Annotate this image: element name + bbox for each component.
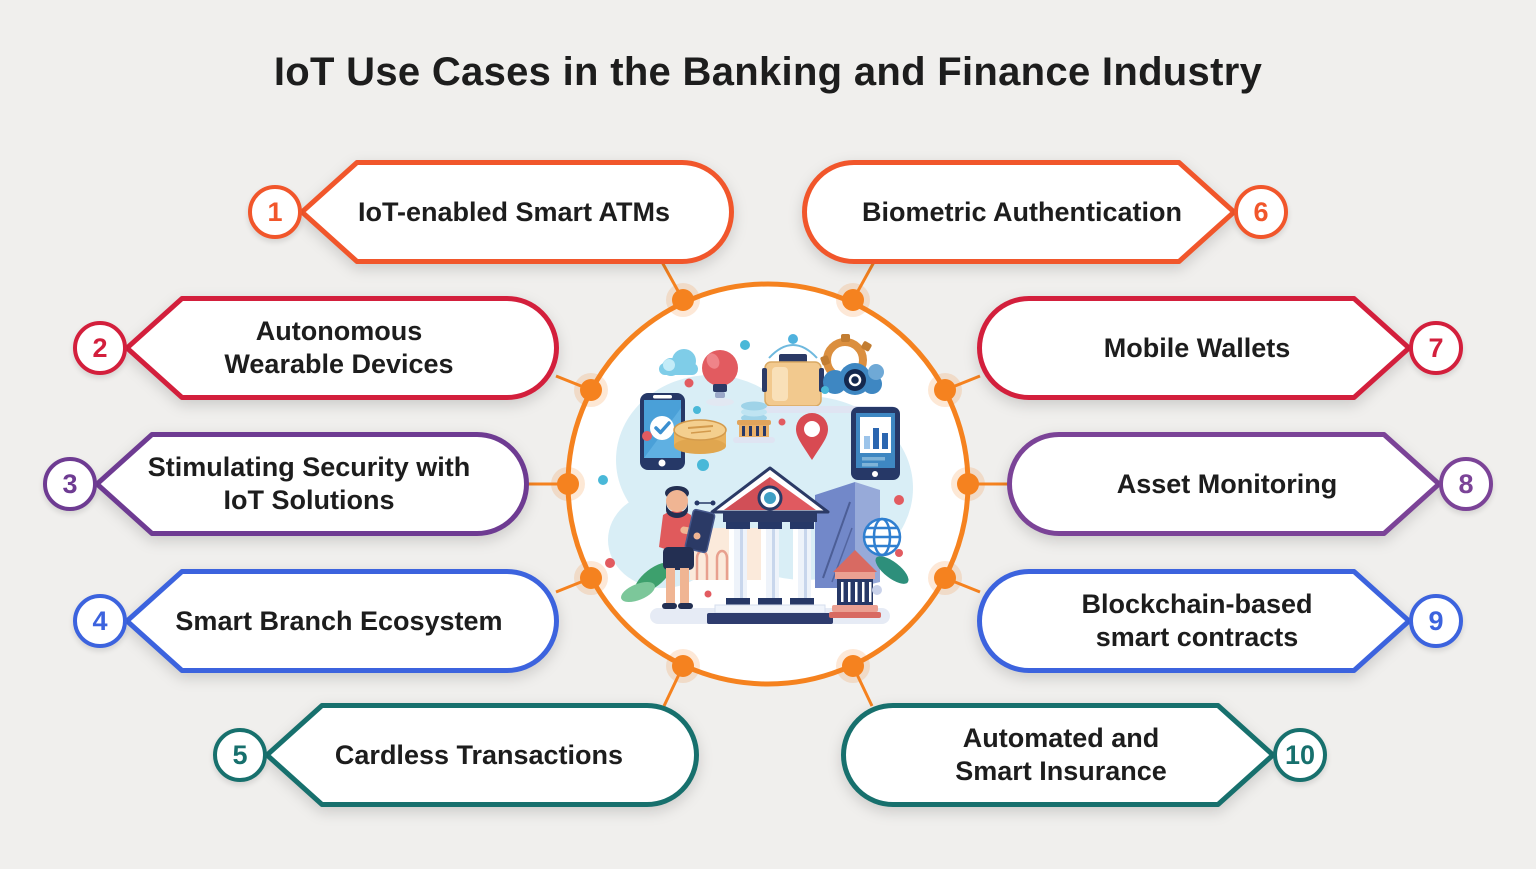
number-badge: 4 bbox=[73, 594, 127, 648]
scatter-dots bbox=[598, 340, 904, 598]
use-case-item-7: Mobile Wallets 7 bbox=[976, 296, 1463, 400]
number-badge: 3 bbox=[43, 457, 97, 511]
chart-tablet-icon bbox=[851, 407, 900, 480]
bank-building bbox=[694, 466, 833, 624]
person-with-tablet bbox=[659, 486, 716, 609]
number-badge: 7 bbox=[1409, 321, 1463, 375]
banner-shape bbox=[977, 569, 1412, 673]
use-case-label: Biometric Authentication bbox=[861, 196, 1183, 227]
banner-shape bbox=[124, 296, 559, 400]
use-case-item-6: Biometric Authentication 6 bbox=[801, 160, 1288, 264]
temple-icon bbox=[829, 550, 881, 618]
banner-shape bbox=[841, 703, 1276, 807]
use-case-label: Smart Branch Ecosystem bbox=[175, 605, 503, 636]
mini-bank-stamp-icon bbox=[733, 401, 775, 443]
page-title: IoT Use Cases in the Banking and Finance… bbox=[273, 50, 1263, 94]
use-case-item-1: IoT-enabled Smart ATMs 1 bbox=[248, 160, 735, 264]
vault-icon bbox=[759, 334, 829, 413]
number-badge: 5 bbox=[213, 728, 267, 782]
use-case-label: Mobile Wallets bbox=[1103, 332, 1291, 363]
use-case-label: IoT-enabled Smart ATMs bbox=[357, 196, 671, 227]
number-badge: 9 bbox=[1409, 594, 1463, 648]
use-case-label: Cardless Transactions bbox=[334, 739, 624, 770]
use-case-item-4: Smart Branch Ecosystem 4 bbox=[73, 569, 560, 673]
leaf-icon bbox=[621, 556, 909, 603]
phone-check-icon bbox=[640, 393, 685, 470]
banner-shape bbox=[802, 160, 1237, 264]
use-case-label: Asset Monitoring bbox=[1116, 468, 1338, 499]
number-badge: 2 bbox=[73, 321, 127, 375]
cloud-icon bbox=[659, 349, 698, 376]
banner-shape bbox=[94, 432, 529, 536]
coins-icon bbox=[673, 419, 727, 454]
number-badge: 8 bbox=[1439, 457, 1493, 511]
dot-link-icon bbox=[694, 500, 716, 506]
banner-shape bbox=[299, 160, 734, 264]
use-case-item-5: Cardless Transactions 5 bbox=[213, 703, 700, 807]
map-pin-icon bbox=[796, 413, 828, 460]
number-badge: 10 bbox=[1273, 728, 1327, 782]
banner-shape bbox=[124, 569, 559, 673]
bank-finance-illustration bbox=[598, 334, 913, 624]
number-badge: 6 bbox=[1234, 185, 1288, 239]
lightbulb-icon bbox=[702, 350, 738, 406]
number-badge: 1 bbox=[248, 185, 302, 239]
globe-icon bbox=[862, 517, 902, 557]
node-dots bbox=[551, 283, 985, 683]
banner-shape bbox=[1007, 432, 1442, 536]
banner-shape bbox=[264, 703, 699, 807]
banner-shape bbox=[977, 296, 1412, 400]
use-case-item-8: Asset Monitoring 8 bbox=[1006, 432, 1493, 536]
